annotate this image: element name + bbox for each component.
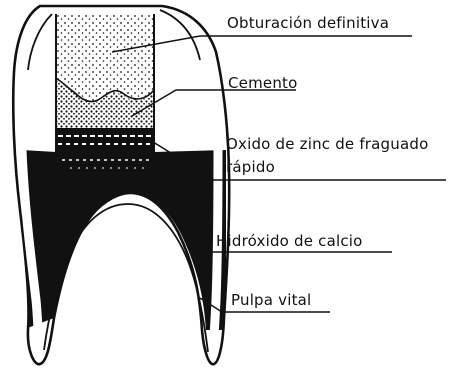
leader-obturacion [112,36,412,52]
label-hidroxido-calcio: Hidróxido de calcio [216,232,363,250]
enamel-line-right [160,10,200,60]
leader-cemento [132,90,296,116]
label-oxido-zinc-line2: rápido [226,158,275,176]
label-oxido-zinc-line1: Oxido de zinc de fraguado [226,135,428,153]
label-cemento: Cemento [228,74,298,92]
enamel-line [28,14,52,70]
zinc-oxide-band [56,128,154,152]
label-obturacion-definitiva: Obturación definitiva [227,14,389,32]
label-pulpa-vital: Pulpa vital [231,291,311,309]
